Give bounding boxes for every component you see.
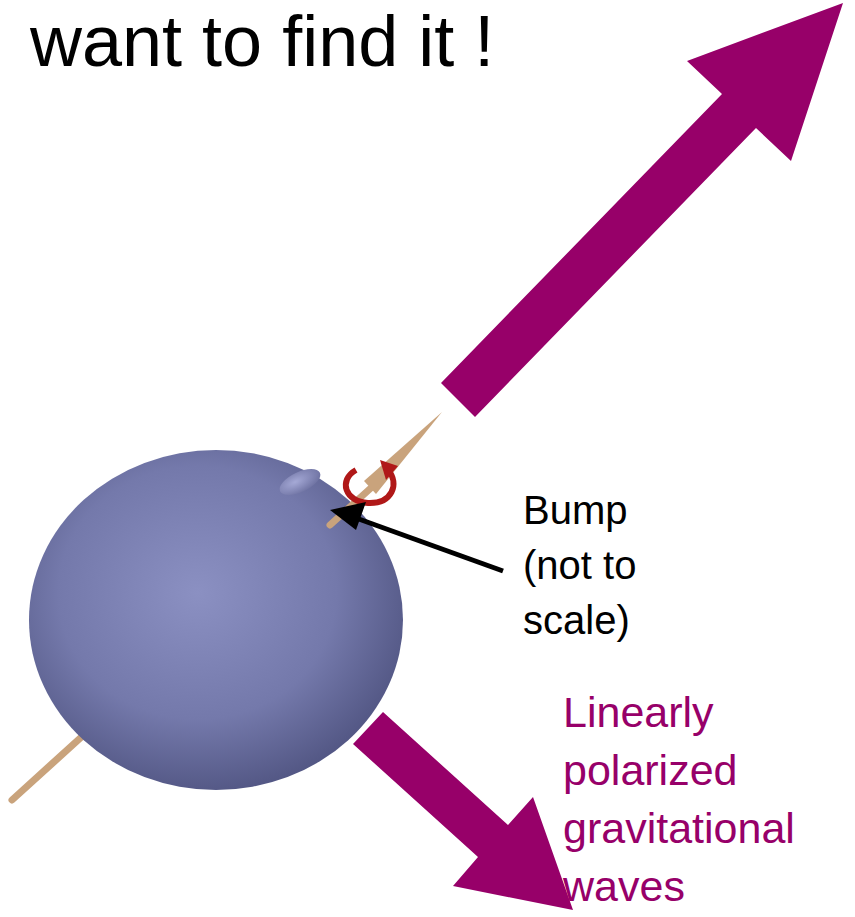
bump-label: Bump (not to scale) (523, 483, 683, 648)
wave-arrow (441, 3, 843, 417)
wave-label: Linearly polarized gravitational waves (563, 683, 851, 915)
wave-arrow (353, 712, 573, 910)
leader-line (356, 518, 503, 571)
neutron-star (29, 450, 403, 790)
rotation-arrowhead (380, 460, 398, 480)
slide-title: want to find it ! (30, 5, 494, 77)
bump (276, 464, 324, 501)
axis-tip (364, 412, 442, 494)
leader-arrowhead (330, 502, 366, 530)
